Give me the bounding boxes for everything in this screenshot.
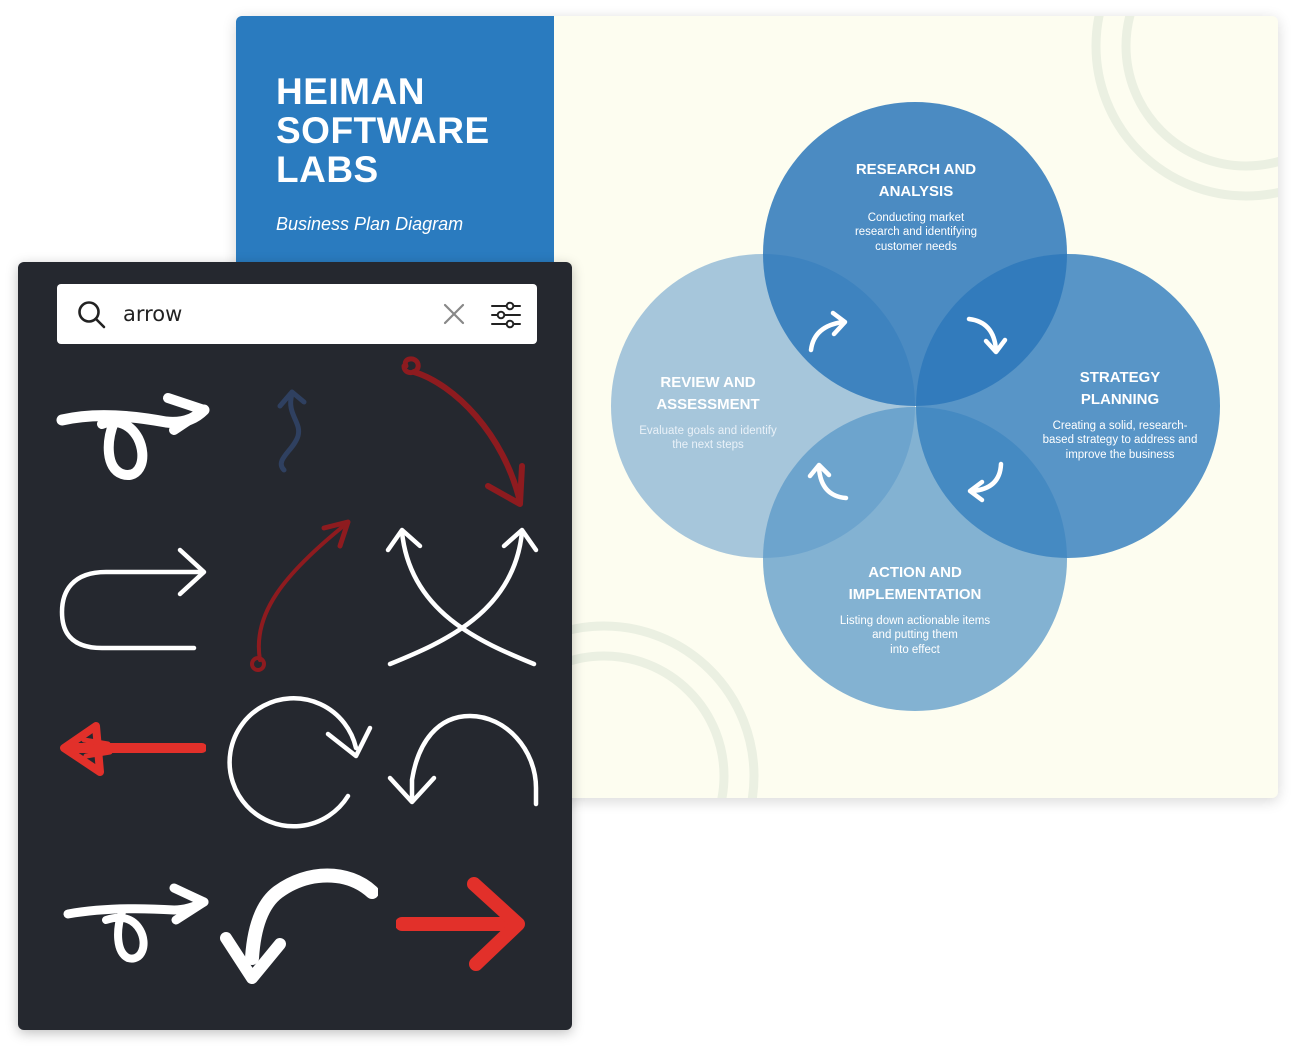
company-name: HEIMAN SOFTWARE LABS bbox=[276, 71, 490, 190]
action-desc-line1: Listing down actionable items bbox=[840, 615, 990, 627]
strategy-title-line1: STRATEGY bbox=[1080, 369, 1161, 386]
strategy-desc-line3: improve the business bbox=[1066, 449, 1175, 461]
squiggle-arrow-up-icon[interactable] bbox=[264, 380, 334, 480]
close-icon[interactable] bbox=[443, 303, 465, 325]
action-desc-line2: and putting them bbox=[872, 629, 958, 641]
action-title-line1: ACTION AND bbox=[868, 564, 962, 581]
search-input[interactable] bbox=[123, 298, 423, 330]
cycle-arrow-bottom-left-icon bbox=[807, 462, 849, 501]
strategy-title-line2: PLANNING bbox=[1081, 391, 1159, 408]
review-title-line2: ASSESSMENT bbox=[656, 396, 759, 413]
elements-search-panel bbox=[18, 262, 572, 1030]
cycle-arrow-top-right-icon bbox=[966, 316, 1008, 355]
loop-arrow-right-icon[interactable] bbox=[62, 882, 212, 968]
arrow-left-icon[interactable] bbox=[56, 710, 206, 786]
cycle-arrow-top-left-icon bbox=[808, 310, 848, 353]
research-desc-line1: Conducting market bbox=[868, 212, 965, 224]
search-icon[interactable] bbox=[77, 300, 107, 330]
research-title-line1: RESEARCH AND bbox=[856, 161, 976, 178]
title-panel: HEIMAN SOFTWARE LABS Business Plan Diagr… bbox=[236, 16, 554, 266]
review-desc-line1: Evaluate goals and identify bbox=[639, 425, 777, 437]
research-title-line2: ANALYSIS bbox=[879, 183, 953, 200]
circular-arrow-icon[interactable] bbox=[218, 690, 378, 830]
arc-arrow-down-left-icon[interactable] bbox=[382, 710, 542, 812]
strategy-desc-line1: Creating a solid, research- bbox=[1053, 420, 1188, 432]
circle-research bbox=[763, 102, 1067, 406]
review-title-line1: REVIEW AND bbox=[660, 374, 755, 391]
diagram-subtitle: Business Plan Diagram bbox=[276, 214, 464, 234]
cycle-arrow-bottom-right-icon bbox=[967, 461, 1004, 503]
arrow-right-icon[interactable] bbox=[396, 876, 530, 974]
research-desc-line3: customer needs bbox=[875, 241, 957, 253]
curved-arrow-up-right-icon[interactable] bbox=[244, 514, 356, 674]
search-bar bbox=[57, 284, 537, 344]
venn-diagram: RESEARCH AND ANALYSIS Conducting market … bbox=[611, 102, 1220, 711]
strategy-desc-line2: based strategy to address and bbox=[1043, 434, 1198, 446]
sliders-icon[interactable] bbox=[491, 300, 521, 330]
review-desc-line2: the next steps bbox=[672, 439, 744, 451]
loop-arrow-right-icon[interactable] bbox=[56, 380, 212, 488]
action-desc-line3: into effect bbox=[890, 644, 940, 656]
u-turn-arrow-right-icon[interactable] bbox=[56, 542, 212, 654]
crossing-arrows-up-icon[interactable] bbox=[384, 522, 540, 670]
curved-arrow-down-right-icon[interactable] bbox=[394, 354, 534, 514]
curved-arrow-down-left-icon[interactable] bbox=[218, 862, 378, 988]
action-title-line2: IMPLEMENTATION bbox=[849, 586, 982, 603]
research-desc-line2: research and identifying bbox=[855, 226, 977, 238]
